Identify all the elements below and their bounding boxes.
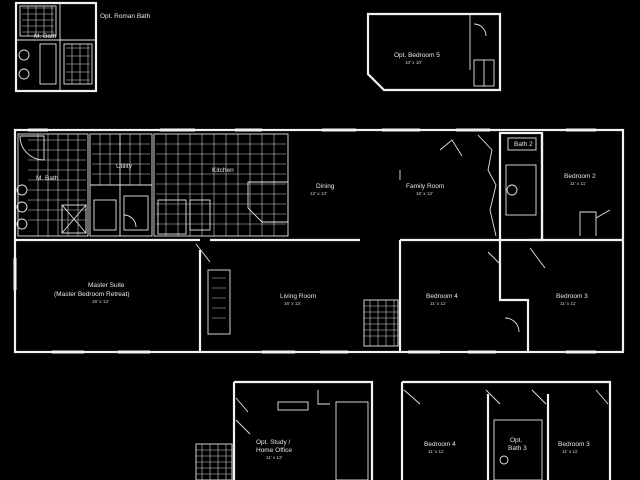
dims-bedroom2: 11' x 11': [570, 181, 586, 186]
dims-bedroom4: 11' x 11': [430, 301, 446, 306]
opt-bedroom5-inset: [366, 12, 502, 92]
opt-study-dims: 11' x 13': [266, 455, 283, 460]
opt-bedroom3-label: Bedroom 3: [558, 441, 590, 448]
label-m-bath: M. Bath: [36, 175, 59, 182]
opt-bath-mbath-label: M. Bath: [34, 33, 57, 40]
opt-bedroom5-label: Opt. Bedroom 5: [394, 52, 440, 59]
dims-bedroom3: 11' x 11': [560, 301, 576, 306]
opt-bedroom4-label: Bedroom 4: [424, 441, 456, 448]
dims-family-room: 16' x 13': [416, 191, 433, 196]
opt-roman-bath-title: Opt. Roman Bath: [100, 13, 151, 20]
label-bath2: Bath 2: [514, 141, 533, 148]
label-family-room: Family Room: [406, 183, 444, 190]
opt-bedrooms-inset: [400, 380, 612, 480]
label-bedroom2: Bedroom 2: [564, 173, 596, 180]
label-master-suite-sub: (Master Bedroom Retreat): [54, 291, 130, 298]
label-living-room: Living Room: [280, 293, 316, 300]
label-utility: Utility: [116, 163, 133, 170]
label-master-suite: Master Suite: [88, 282, 125, 289]
opt-bedroom3-dims: 11' x 11': [562, 449, 578, 454]
opt-roman-bath-inset: M. Bath: [14, 1, 98, 93]
opt-bath3-label-2: Bath 3: [508, 445, 527, 452]
opt-bedroom5-dims: 10' x 10': [405, 60, 422, 65]
opt-bedroom4-dims: 11' x 11': [428, 449, 444, 454]
label-kitchen: Kitchen: [212, 167, 234, 174]
opt-study-label-2: Home Office: [256, 447, 292, 454]
dims-living-room: 16' x 13': [284, 301, 301, 306]
opt-study-label: Opt. Study /: [256, 439, 291, 446]
dims-master-suite: 16' x 13': [92, 299, 109, 304]
main-floor-plan: [13, 128, 625, 354]
label-bedroom4: Bedroom 4: [426, 293, 458, 300]
label-bedroom3: Bedroom 3: [556, 293, 588, 300]
opt-study-inset: [195, 380, 374, 480]
dims-dining: 12' x 13': [310, 191, 327, 196]
opt-bath3-label: Opt.: [510, 437, 522, 444]
label-dining: Dining: [316, 183, 335, 190]
